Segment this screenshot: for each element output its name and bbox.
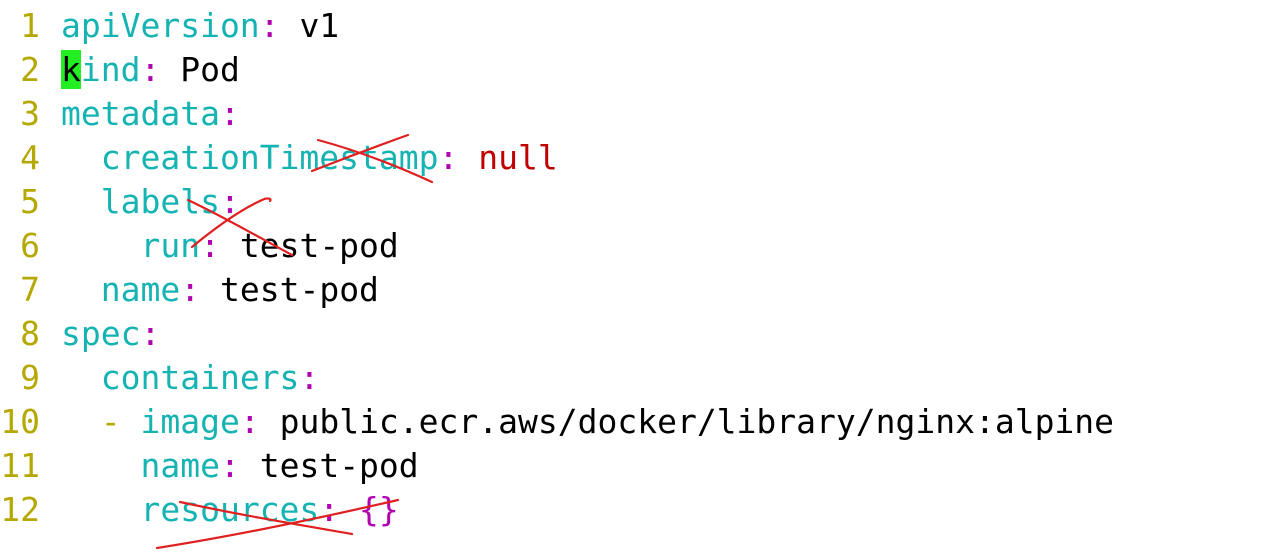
colon: : [219, 94, 240, 133]
colon: : [180, 270, 201, 309]
yaml-key: spec [61, 314, 141, 353]
colon: : [219, 446, 240, 485]
line-number: 11 [0, 446, 40, 485]
text-cursor[interactable]: k [61, 50, 81, 89]
line-number: 3 [20, 94, 40, 133]
list-dash: - [100, 402, 141, 441]
indent [61, 358, 101, 397]
line-content[interactable]: run: test-pod [61, 226, 399, 265]
yaml-value: test-pod [219, 270, 379, 309]
yaml-key: name [140, 446, 220, 485]
indent [61, 138, 101, 177]
indent [61, 182, 101, 221]
code-line[interactable]: 3 metadata: [0, 92, 240, 136]
yaml-key: labels [100, 182, 220, 221]
yaml-key: metadata [61, 94, 220, 133]
colon: : [438, 138, 459, 177]
yaml-value: {} [359, 490, 399, 529]
line-number: 5 [20, 182, 40, 221]
code-line[interactable]: 6 run: test-pod [0, 224, 399, 268]
line-content[interactable]: kind: Pod [61, 50, 240, 89]
separator [160, 50, 180, 89]
colon: : [140, 314, 161, 353]
line-content[interactable]: name: test-pod [61, 270, 379, 309]
line-content[interactable]: resources: {} [61, 490, 399, 529]
line-content[interactable]: containers: [61, 358, 320, 397]
separator [220, 226, 240, 265]
line-content[interactable]: name: test-pod [61, 446, 419, 485]
yaml-value: test-pod [239, 226, 399, 265]
yaml-value: null [478, 138, 558, 177]
yaml-key: creationTimestamp [100, 138, 439, 177]
code-line[interactable]: 12 resources: {} [0, 488, 399, 532]
indent [61, 226, 140, 265]
line-number: 7 [20, 270, 40, 309]
separator [260, 402, 280, 441]
indent [61, 446, 140, 485]
code-line[interactable]: 11 name: test-pod [0, 444, 419, 488]
yaml-key: resources [140, 490, 320, 529]
yaml-value: test-pod [259, 446, 419, 485]
colon: : [299, 358, 320, 397]
yaml-value: public.ecr.aws/docker/library/nginx:alpi… [279, 402, 1115, 441]
line-content[interactable]: labels: [61, 182, 240, 221]
colon: : [239, 402, 260, 441]
line-number: 10 [0, 402, 40, 441]
code-line[interactable]: 10 - image: public.ecr.aws/docker/librar… [0, 400, 1114, 444]
code-line[interactable]: 9 containers: [0, 356, 319, 400]
code-line[interactable]: 5 labels: [0, 180, 240, 224]
indent [61, 490, 140, 529]
line-content[interactable]: spec: [61, 314, 160, 353]
line-number: 6 [20, 226, 40, 265]
indent [61, 402, 101, 441]
separator [339, 490, 359, 529]
yaml-key: apiVersion [61, 6, 260, 45]
code-line[interactable]: 8 spec: [0, 312, 160, 356]
indent [61, 270, 101, 309]
line-number: 12 [0, 490, 40, 529]
code-line[interactable]: 7 name: test-pod [0, 268, 379, 312]
separator [200, 270, 220, 309]
colon: : [140, 50, 161, 89]
line-content[interactable]: metadata: [61, 94, 240, 133]
line-number: 2 [20, 50, 40, 89]
yaml-value: Pod [180, 50, 240, 89]
separator [240, 446, 260, 485]
colon: : [259, 6, 280, 45]
yaml-key: run [140, 226, 201, 265]
line-number: 1 [20, 6, 40, 45]
yaml-key: ind [80, 50, 141, 89]
yaml-value: v1 [299, 6, 340, 45]
line-content[interactable]: - image: public.ecr.aws/docker/library/n… [61, 402, 1114, 441]
yaml-key: containers [100, 358, 300, 397]
colon: : [219, 182, 240, 221]
line-content[interactable]: apiVersion: v1 [61, 6, 339, 45]
line-number: 9 [20, 358, 40, 397]
code-line[interactable]: 1 apiVersion: v1 [0, 4, 339, 48]
separator [458, 138, 478, 177]
colon: : [319, 490, 340, 529]
separator [280, 6, 300, 45]
line-content[interactable]: creationTimestamp: null [61, 138, 558, 177]
colon: : [200, 226, 220, 265]
line-number: 8 [20, 314, 40, 353]
yaml-key: name [100, 270, 181, 309]
code-line[interactable]: 4 creationTimestamp: null [0, 136, 558, 180]
yaml-key: image [140, 402, 240, 441]
line-number: 4 [20, 138, 40, 177]
